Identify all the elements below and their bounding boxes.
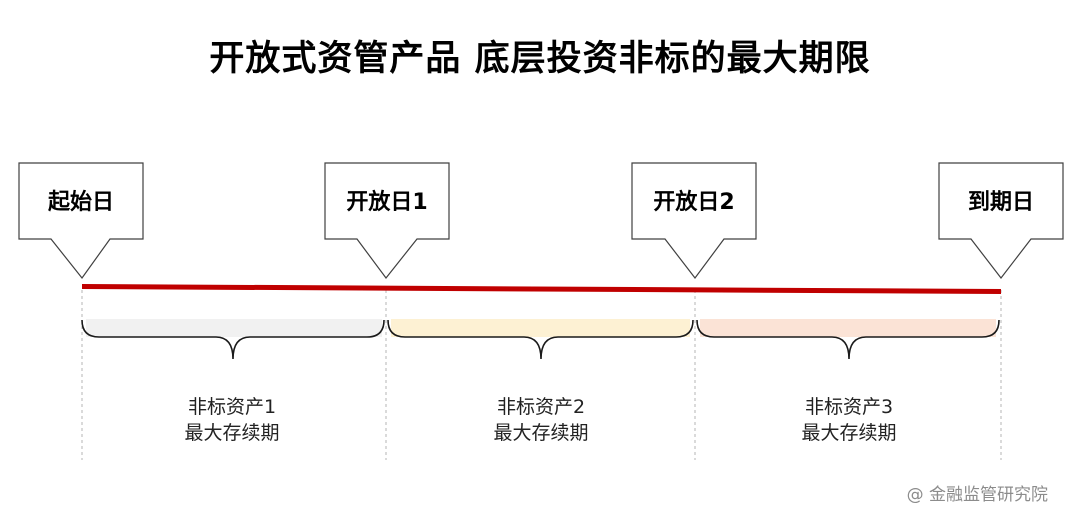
brace-1 xyxy=(81,319,385,360)
milestone-label-open1: 开放日1 xyxy=(346,189,427,215)
period-1-line1: 非标资产1 xyxy=(187,396,277,418)
callout-box-end xyxy=(938,162,1064,279)
braces xyxy=(81,319,1000,360)
period-fill-1 xyxy=(86,319,382,337)
period-label-2: 非标资产2 最大存续期 xyxy=(441,394,641,446)
period-2-line2: 最大存续期 xyxy=(493,422,589,444)
period-label-1: 非标资产1 最大存续期 xyxy=(132,394,332,446)
period-1-line2: 最大存续期 xyxy=(184,422,280,444)
milestone-label-end: 到期日 xyxy=(968,190,1034,215)
period-fill-3 xyxy=(700,319,996,337)
page-title: 开放式资管产品 底层投资非标的最大期限 xyxy=(209,39,871,79)
period-3-line1: 非标资产3 xyxy=(804,396,894,418)
period-2-line1: 非标资产2 xyxy=(496,396,586,418)
callout-box-start xyxy=(18,162,144,279)
milestone-open2: 开放日2 xyxy=(631,162,757,279)
brace-2 xyxy=(387,319,694,360)
brace-3 xyxy=(696,319,1000,360)
guide-lines xyxy=(81,290,1002,460)
callout-box-open1 xyxy=(324,162,450,279)
timeline-bar xyxy=(82,284,1001,294)
milestone-start: 起始日 xyxy=(18,162,144,279)
milestone-label-open2: 开放日2 xyxy=(653,189,734,215)
period-fill-2 xyxy=(391,319,690,337)
milestone-end: 到期日 xyxy=(938,162,1064,279)
milestone-label-start: 起始日 xyxy=(47,189,114,215)
period-label-3: 非标资产3 最大存续期 xyxy=(749,394,949,446)
milestone-open1: 开放日1 xyxy=(324,162,450,279)
watermark: @ 金融监管研究院 xyxy=(906,485,1048,505)
period-3-line2: 最大存续期 xyxy=(801,422,897,444)
callout-box-open2 xyxy=(631,162,757,279)
